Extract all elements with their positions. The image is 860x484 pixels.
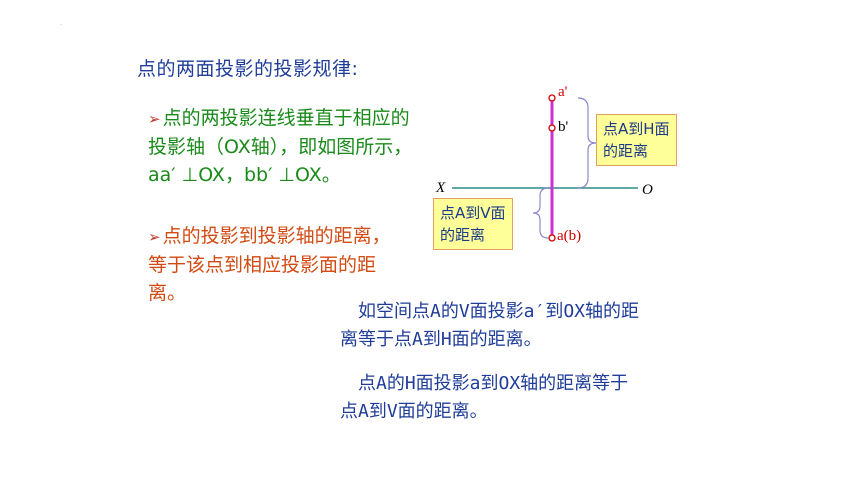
arrow-bullet-icon: ➢ (148, 228, 161, 246)
h-distance-bracket (577, 97, 597, 189)
example-1-line-2: 离等于点A到H面的距离。 (340, 329, 542, 350)
label-b-prime: b' (558, 119, 569, 135)
point-b-prime (548, 124, 556, 132)
point-ab (548, 234, 556, 242)
rule-1-line-1: ➢点的两投影连线垂直于相应的 (148, 107, 410, 129)
page-title: 点的两面投影的投影规律: (137, 58, 359, 80)
label-ab: a(b) (557, 228, 582, 244)
axis-label-x: X (436, 180, 446, 196)
rule-1: ➢点的两投影连线垂直于相应的 投影轴（OX轴），即如图所示， aa′ ⊥OX，b… (148, 104, 412, 189)
rule-1-line-2: 投影轴（OX轴），即如图所示， (148, 136, 413, 158)
arrow-bullet-icon: ➢ (148, 110, 161, 128)
example-1-line-1: 如空间点A的V面投影a′到OX轴的距 (340, 301, 640, 322)
rule-2-line-3: 离。 (148, 282, 187, 304)
v-distance-bracket (532, 187, 549, 239)
rule-2: ➢点的投影到投影轴的距离， 等于该点到相应投影面的距 离。 (148, 222, 391, 307)
decorative-dot: · (60, 22, 62, 29)
v-distance-label: 点A到V面 的距离 (433, 198, 513, 250)
axis-label-o: O (642, 182, 653, 198)
h-distance-label: 点A到H面 的距离 (596, 114, 677, 166)
rule-2-line-2: 等于该点到相应投影面的距 (148, 254, 377, 276)
example-1: 如空间点A的V面投影a′到OX轴的距 离等于点A到H面的距离。 (340, 298, 639, 354)
example-2-line-2: 点A到V面的距离。 (340, 401, 488, 422)
example-2-line-1: 点A的H面投影a到OX轴的距离等于 (340, 373, 629, 394)
label-a-prime: a' (558, 84, 568, 100)
point-a-prime (548, 94, 556, 102)
rule-1-line-3: aa′ ⊥OX，bb′ ⊥OX。 (148, 164, 341, 186)
rule-2-line-1: ➢点的投影到投影轴的距离， (148, 225, 391, 247)
example-2: 点A的H面投影a到OX轴的距离等于 点A到V面的距离。 (340, 370, 628, 426)
